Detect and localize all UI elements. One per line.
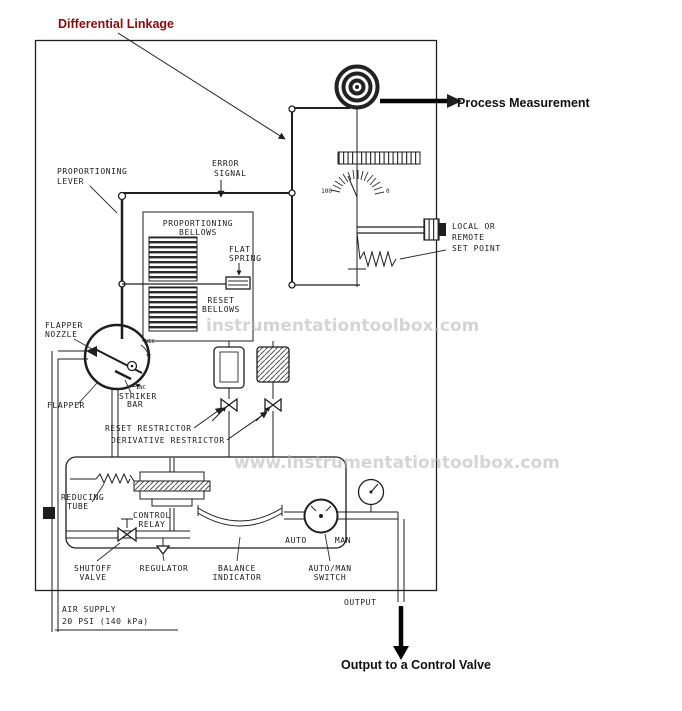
process-measurement-label: Process Measurement bbox=[457, 96, 591, 110]
set-point-label-3: SET POINT bbox=[452, 244, 501, 253]
proportioning-bellows-shape bbox=[148, 236, 198, 282]
auto-man-switch-label-1: AUTO/MAN bbox=[308, 564, 351, 573]
auto-man-switch-dial bbox=[303, 498, 339, 534]
auto-label: AUTO bbox=[285, 536, 307, 545]
control-relay-shape bbox=[139, 471, 205, 482]
set-point-spring bbox=[359, 250, 397, 268]
striker-bar-label-1: STRIKER bbox=[119, 392, 157, 401]
balance-indicator-shape bbox=[197, 507, 283, 522]
set-point-label-2: REMOTE bbox=[452, 233, 485, 242]
output-arrow bbox=[393, 606, 409, 660]
error-signal-label-2: SIGNAL bbox=[214, 169, 247, 178]
watermark-lower: www.instrumentationtoolbox.com bbox=[234, 453, 560, 473]
striker-bar-label-2: BAR bbox=[127, 400, 143, 409]
regulator-label: REGULATOR bbox=[140, 564, 189, 573]
scale-100-label: 100 bbox=[321, 188, 332, 195]
dec-label: DEC bbox=[145, 339, 155, 345]
reducing-tube-label-2: TUBE bbox=[67, 502, 89, 511]
air-supply-label-2: 20 PSI (140 kPa) bbox=[62, 617, 149, 626]
error-signal-label-1: ERROR bbox=[212, 159, 239, 168]
nozzle-icon bbox=[86, 346, 97, 357]
striker-bar-shape bbox=[114, 369, 132, 381]
air-tubes bbox=[51, 350, 119, 632]
proportioning-bellows-label-1: PROPORTIONING bbox=[163, 219, 233, 228]
reducing-tube-label-1: REDUCING bbox=[61, 493, 104, 502]
measurement-scale bbox=[330, 107, 421, 287]
proportioning-lever-bar bbox=[89, 185, 127, 339]
differential-linkage-label: Differential Linkage bbox=[58, 17, 174, 31]
auto-man-switch-label-2: SWITCH bbox=[314, 573, 347, 582]
bellows-housing bbox=[122, 211, 274, 347]
outer-border bbox=[34, 39, 438, 592]
flapper-nozzle-label-2: NOZZLE bbox=[45, 330, 78, 339]
output-gauge bbox=[357, 478, 385, 506]
control-relay-label-2: RELAY bbox=[138, 520, 165, 529]
shutoff-valve-label-1: SHUTOFF bbox=[74, 564, 112, 573]
flat-spring-label-2: SPRING bbox=[229, 254, 262, 263]
derivative-restrictor-label: DERIVATIVE RESTRICTOR bbox=[111, 436, 225, 445]
air-supply-inlet bbox=[43, 507, 178, 631]
control-relay-label-1: CONTROL bbox=[133, 511, 171, 520]
shutoff-valve-shape bbox=[117, 526, 129, 543]
shutoff-valve-label-2: VALVE bbox=[79, 573, 106, 582]
output-label: OUTPUT bbox=[344, 598, 377, 607]
watermark-mid: instrumentationtoolbox.com bbox=[206, 316, 479, 336]
flapper-nozzle-label-1: FLAPPER bbox=[45, 321, 83, 330]
proportioning-lever-label-1: PROPORTIONING bbox=[57, 167, 127, 176]
set-point-assembly bbox=[348, 218, 447, 285]
air-supply-label-1: AIR SUPPLY bbox=[62, 605, 116, 614]
flapper-nozzle-assembly bbox=[73, 323, 151, 405]
balance-indicator-label-1: BALANCE bbox=[218, 564, 256, 573]
set-point-screw bbox=[423, 218, 440, 241]
differential-linkage-bar bbox=[122, 105, 360, 289]
derivative-restrictor-shape bbox=[256, 346, 290, 383]
proportioning-bellows-label-2: BELLOWS bbox=[179, 228, 217, 237]
differential-linkage-leader bbox=[117, 32, 286, 140]
reset-restrictor-label: RESET RESTRICTOR bbox=[105, 424, 192, 433]
output-valve-label: Output to a Control Valve bbox=[341, 658, 491, 672]
scale-0-label: 0 bbox=[386, 188, 390, 195]
balance-indicator-label-2: INDICATOR bbox=[213, 573, 262, 582]
bourdon-spiral-icon bbox=[334, 64, 380, 110]
inc-label: INC bbox=[136, 385, 146, 391]
set-point-label-1: LOCAL OR bbox=[452, 222, 495, 231]
reducing-tube-shape bbox=[95, 472, 131, 485]
flapper-label: FLAPPER bbox=[47, 401, 85, 410]
proportioning-lever-label-2: LEVER bbox=[57, 177, 84, 186]
relay-assembly bbox=[65, 456, 405, 602]
man-label: MAN bbox=[335, 536, 351, 545]
reset-bellows-label-1: RESET bbox=[207, 296, 234, 305]
process-measurement-arrow bbox=[380, 94, 462, 108]
flat-spring-label-1: FLAT bbox=[229, 245, 251, 254]
reset-bellows-label-2: BELLOWS bbox=[202, 305, 240, 314]
supply-connection-icon bbox=[43, 507, 55, 519]
reset-bellows-shape bbox=[148, 286, 198, 332]
restrictors bbox=[193, 346, 290, 457]
flat-spring-shape bbox=[225, 276, 251, 290]
